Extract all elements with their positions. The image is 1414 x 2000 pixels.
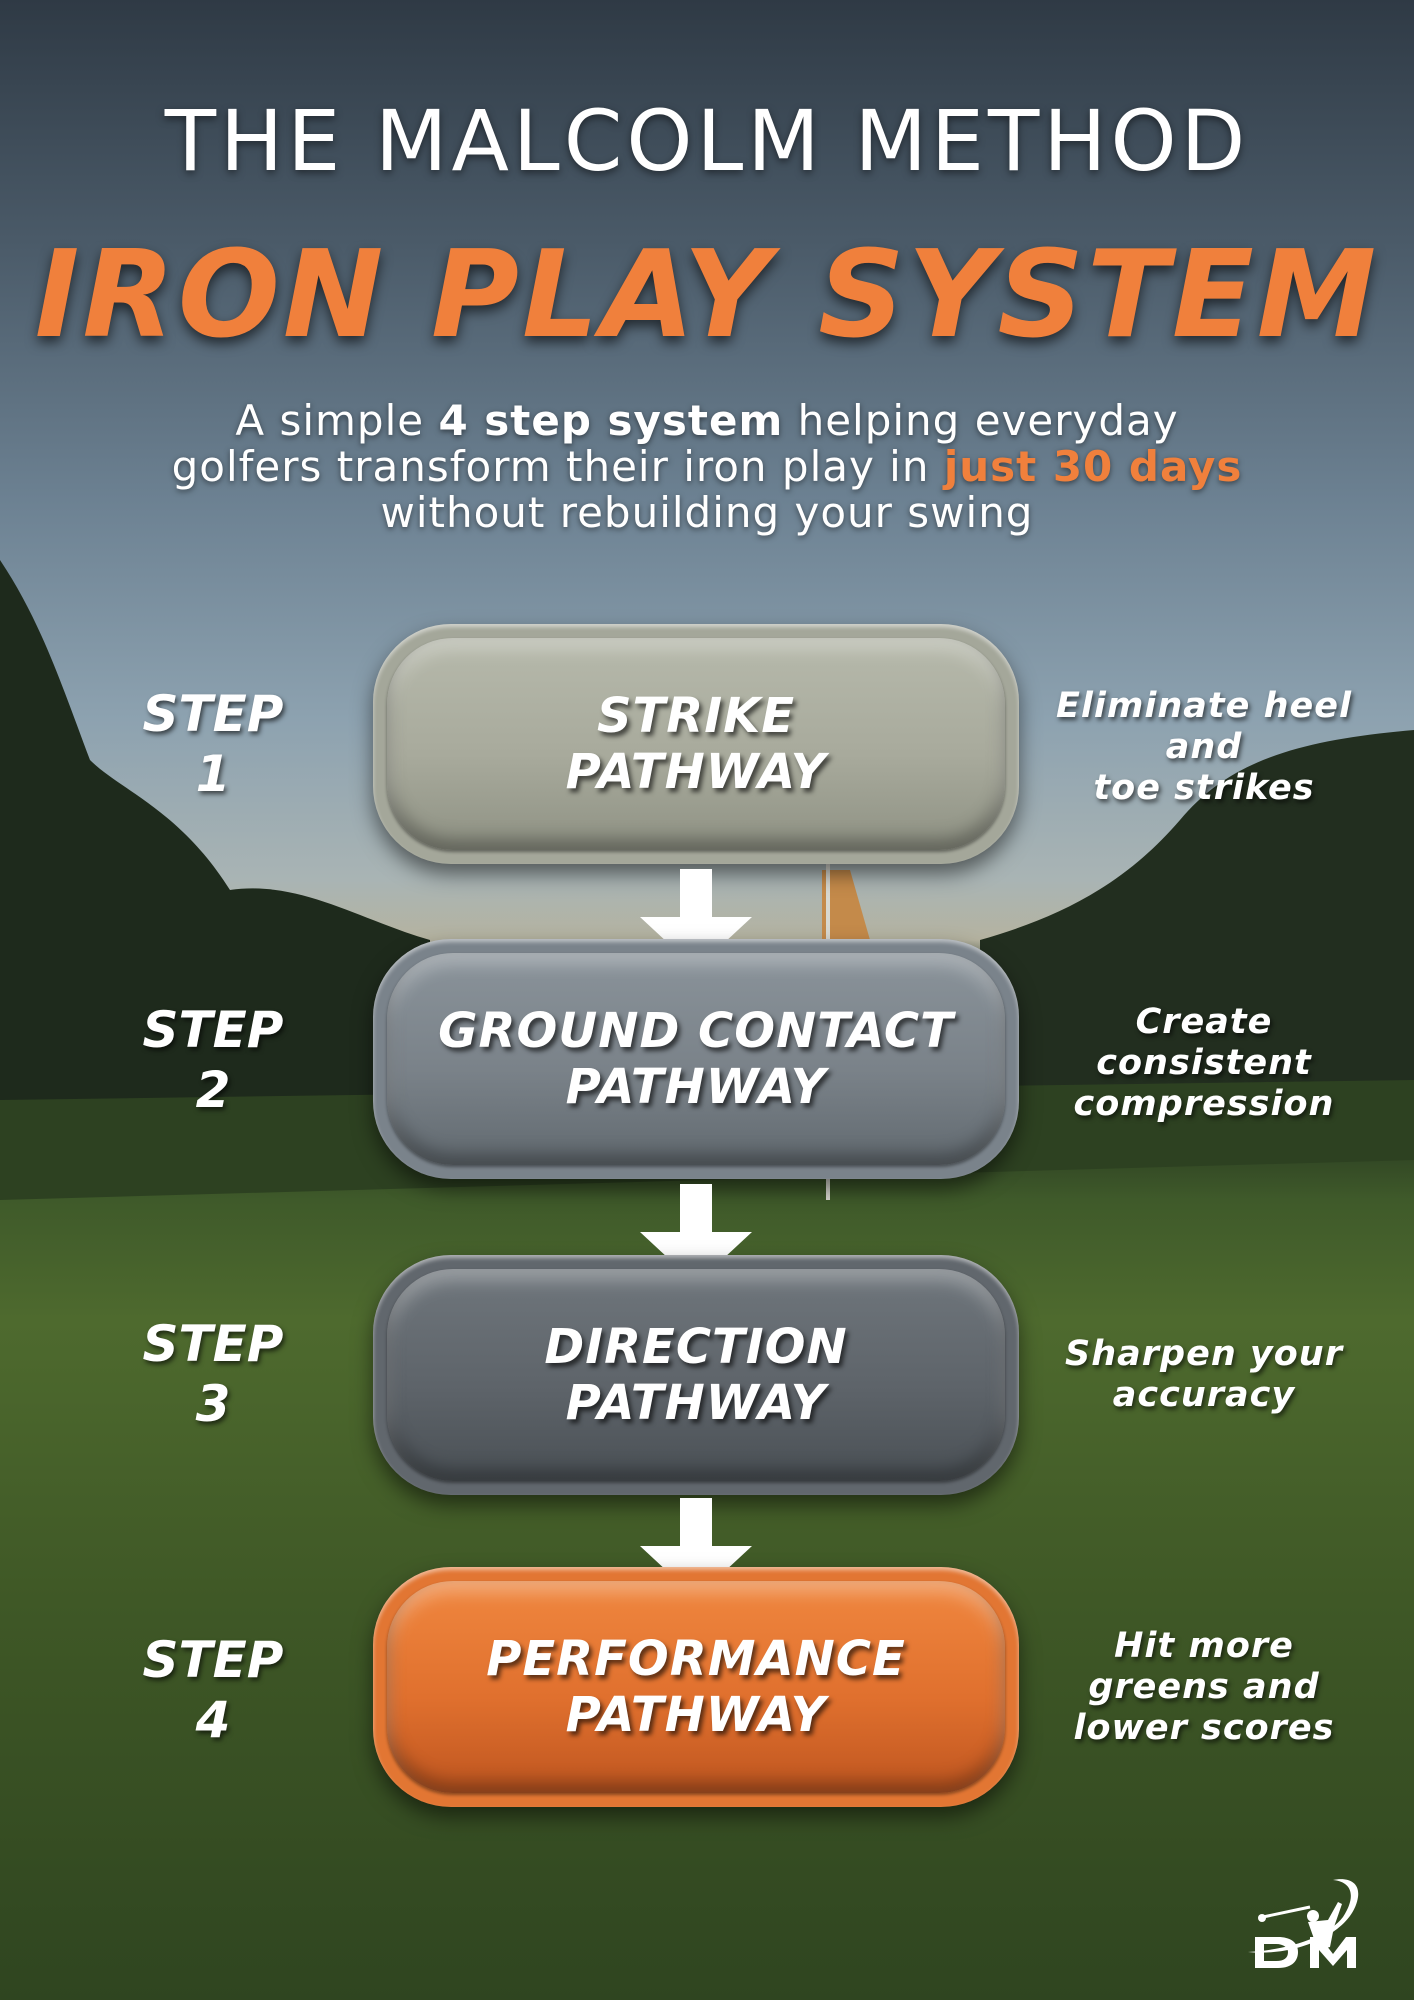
- arrow-down-icon: [640, 869, 752, 969]
- arrow-down-icon: [640, 1498, 752, 1598]
- subtitle-highlight: just 30 days: [943, 442, 1243, 491]
- subtitle: A simple 4 step system helping everyday …: [171, 396, 1243, 537]
- dm-golfer-logo: [1248, 1879, 1359, 1968]
- main-title: IRON PLAY SYSTEM: [34, 226, 1380, 365]
- brand-title: THE MALCOLM METHOD: [164, 92, 1250, 190]
- arrow-down-icon: [640, 1184, 752, 1284]
